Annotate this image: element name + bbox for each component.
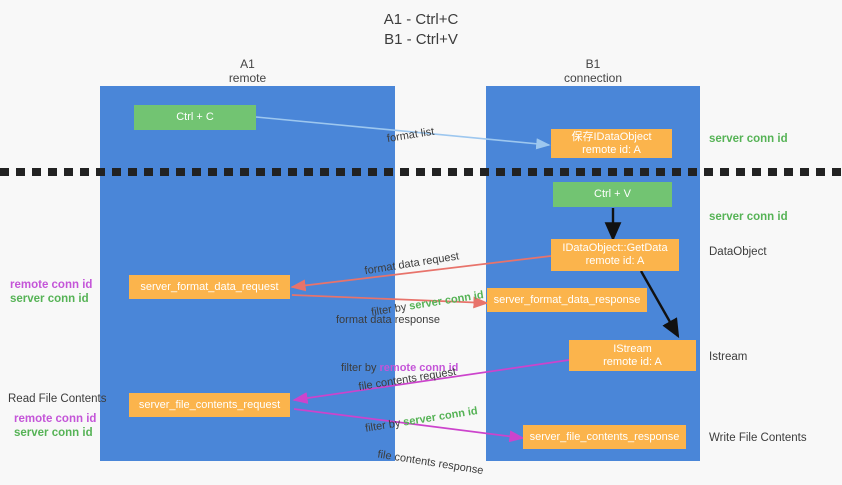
divider-dashed-line [0,168,842,176]
box-ctrl-v-label: Ctrl + V [594,188,631,200]
edge-label-format-data-response: format data response filter by remote co… [336,285,458,403]
box-server-file-contents-request[interactable]: server_file_contents_request [129,393,290,417]
side-label-remote-conn-id-2: remote conn id [14,413,97,425]
box-istream-line1: IStream [613,342,652,355]
edge-format-data-response-line1: format data response [336,314,440,326]
box-save-idataobject-line2: remote id: A [582,143,641,156]
edge-format-data-response-filter-key: remote conn id [379,362,459,374]
lane-header-a1: A1 remote [100,57,395,85]
edge-format-data-request-line1: format data request [363,250,460,278]
lane-b1-sub: connection [563,71,623,85]
side-label-remote-conn-id-1: remote conn id [10,279,93,291]
edge-format-list-text: format list [386,125,436,146]
side-label-server-conn-id-top: server conn id [709,133,788,145]
box-server-format-data-request[interactable]: server_format_data_request [129,275,290,299]
box-idataobject-getdata[interactable]: IDataObject::GetData remote id: A [551,239,679,271]
box-istream[interactable]: IStream remote id: A [569,340,696,371]
box-istream-line2: remote id: A [603,355,662,368]
box-save-idataobject[interactable]: 保存IDataObject remote id: A [551,129,672,158]
edge-label-format-list: format list [372,111,438,162]
side-label-server-conn-id-1: server conn id [10,293,89,305]
lane-b1-name: B1 [585,57,601,71]
side-label-dataobject: DataObject [709,246,767,258]
side-label-write-file-contents: Write File Contents [709,432,807,444]
edge-format-data-response-filter-prefix: filter by [341,362,380,374]
side-label-read-file-contents: Read File Contents [8,393,107,405]
box-ctrl-c-label: Ctrl + C [176,111,214,123]
box-server-file-contents-response[interactable]: server_file_contents_response [523,425,686,449]
lane-header-b1: B1 connection [486,57,700,85]
side-label-server-conn-id-2: server conn id [14,427,93,439]
box-save-idataobject-line1: 保存IDataObject [571,130,652,143]
box-server-format-data-response[interactable]: server_format_data_response [487,288,647,312]
box-server-file-contents-response-label: server_file_contents_response [529,430,680,443]
side-label-istream: Istream [709,351,748,363]
title-line-1: A1 - Ctrl+C [383,11,459,28]
lane-a1-sub: remote [228,71,267,85]
edge-format-data-response-filter: filter by remote conn id [341,361,458,375]
box-server-format-data-request-label: server_format_data_request [140,280,279,293]
page-title: A1 - Ctrl+C B1 - Ctrl+V [0,10,842,50]
lane-a1-name: A1 [240,57,255,71]
box-getdata-line1: IDataObject::GetData [562,242,668,254]
box-server-format-data-response-label: server_format_data_response [493,293,641,306]
box-server-file-contents-request-label: server_file_contents_request [138,398,281,411]
box-ctrl-v[interactable]: Ctrl + V [553,182,672,207]
edge-file-contents-response-line1: file contents response [376,448,485,478]
edge-file-contents-request-line1: file contents request [357,365,457,394]
title-line-2: B1 - Ctrl+V [384,31,458,48]
box-ctrl-c[interactable]: Ctrl + C [134,105,256,130]
box-getdata-line2: remote id: A [585,255,645,267]
side-label-server-conn-id-mid: server conn id [709,211,788,223]
